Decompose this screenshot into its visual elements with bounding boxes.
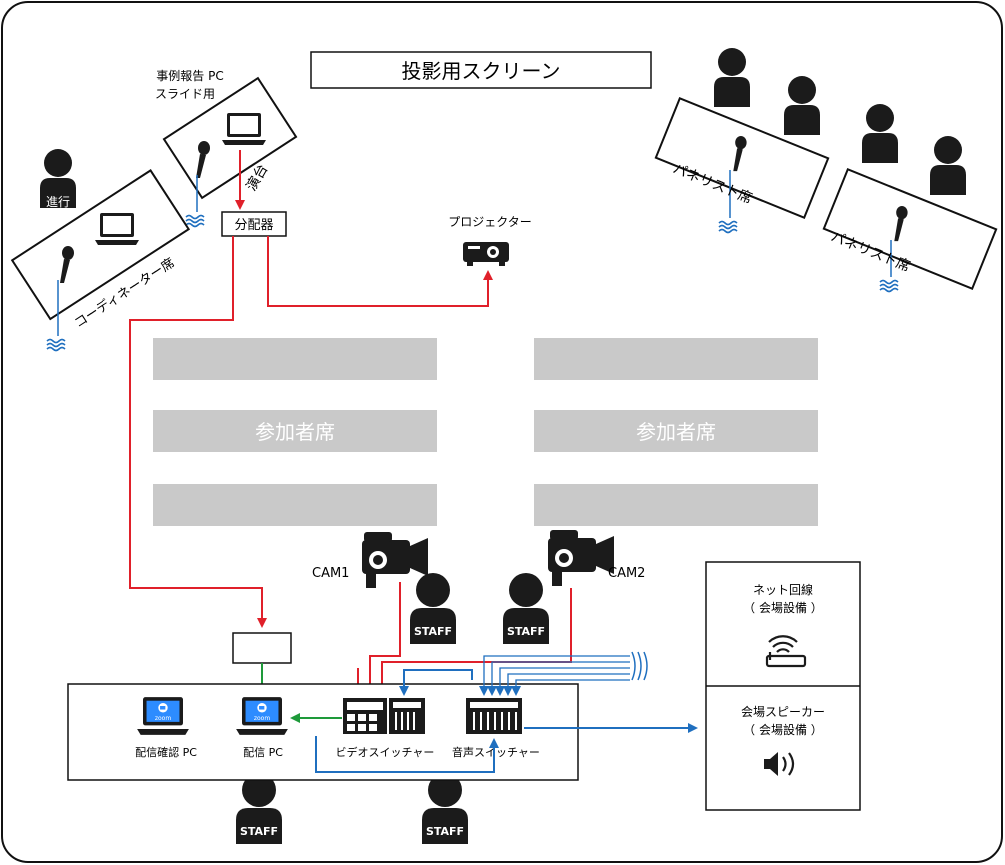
audio-switcher-icon — [466, 698, 522, 734]
net-line-label: ネット回線 — [753, 582, 813, 597]
video-switcher-label: ビデオスイッチャー — [336, 745, 435, 759]
distributor-to-converter-line — [129, 236, 267, 628]
projector-label: プロジェクター — [448, 215, 532, 229]
staff-person-4: STAFF — [422, 773, 468, 844]
cam1-to-switcher-line — [365, 582, 401, 696]
svg-text:zoom: zoom — [155, 715, 171, 722]
speaker-icon — [764, 752, 795, 776]
presenter-laptop-icon — [222, 113, 266, 145]
audience-seats: 参加者席 参加者席 — [153, 338, 818, 526]
svg-text:zoom: zoom — [254, 715, 270, 722]
projection-screen: 投影用スクリーン — [310, 51, 652, 89]
confirm-pc-label: 配信確認 PC — [135, 745, 197, 759]
net-line-note: （ 会場設備 ） — [743, 600, 823, 615]
distributor: 分配器 — [221, 211, 287, 237]
presenter-label-line2: スライド用 — [155, 87, 215, 101]
projector-icon — [463, 242, 509, 266]
staff-label: STAFF — [426, 825, 464, 838]
speaker-label: 会場スピーカー — [741, 705, 825, 719]
audience-seat-label: 参加者席 — [255, 420, 335, 444]
panelist-desk-right — [822, 168, 998, 290]
staff-label: STAFF — [414, 625, 452, 638]
router-icon — [765, 635, 807, 668]
cam2-to-switcher-line — [377, 588, 572, 696]
staff-person-1: STAFF — [410, 573, 456, 644]
speaker-note: （ 会場設備 ） — [743, 722, 823, 737]
podium — [162, 76, 298, 200]
staff-label: STAFF — [507, 625, 545, 638]
staff-person-3: STAFF — [236, 773, 282, 844]
projection-screen-label: 投影用スクリーン — [402, 59, 561, 83]
coordinator-laptop-icon — [95, 213, 139, 245]
wireless-mic-lines — [479, 655, 630, 696]
stream-pc-label: 配信 PC — [243, 746, 283, 759]
audience-seat-label: 参加者席 — [636, 420, 716, 444]
cam1-label: CAM1 — [312, 566, 349, 581]
staff-person-2: STAFF — [503, 573, 549, 644]
distributor-label: 分配器 — [234, 218, 273, 233]
audio-switcher-label: 音声スイッチャー — [452, 745, 540, 759]
hdmi-converter-box — [232, 632, 292, 664]
distributor-to-projector-line — [267, 236, 493, 307]
cam2-label: CAM2 — [608, 566, 645, 581]
venue-equipment-panel: ネット回線 （ 会場設備 ） 会場スピーカー （ 会場設備 ） — [705, 561, 861, 811]
wireless-wave-icon — [631, 651, 648, 681]
moderator-label: 進行 — [46, 195, 70, 209]
presenter-label: 事例報告 PC スライド用 — [155, 69, 224, 101]
pc-to-audio-switcher-line — [315, 736, 499, 773]
staff-label: STAFF — [240, 825, 278, 838]
audio-to-video-switcher-line — [399, 669, 473, 696]
video-switcher-icon — [343, 698, 425, 734]
presenter-label-line1: 事例報告 PC — [156, 69, 223, 83]
